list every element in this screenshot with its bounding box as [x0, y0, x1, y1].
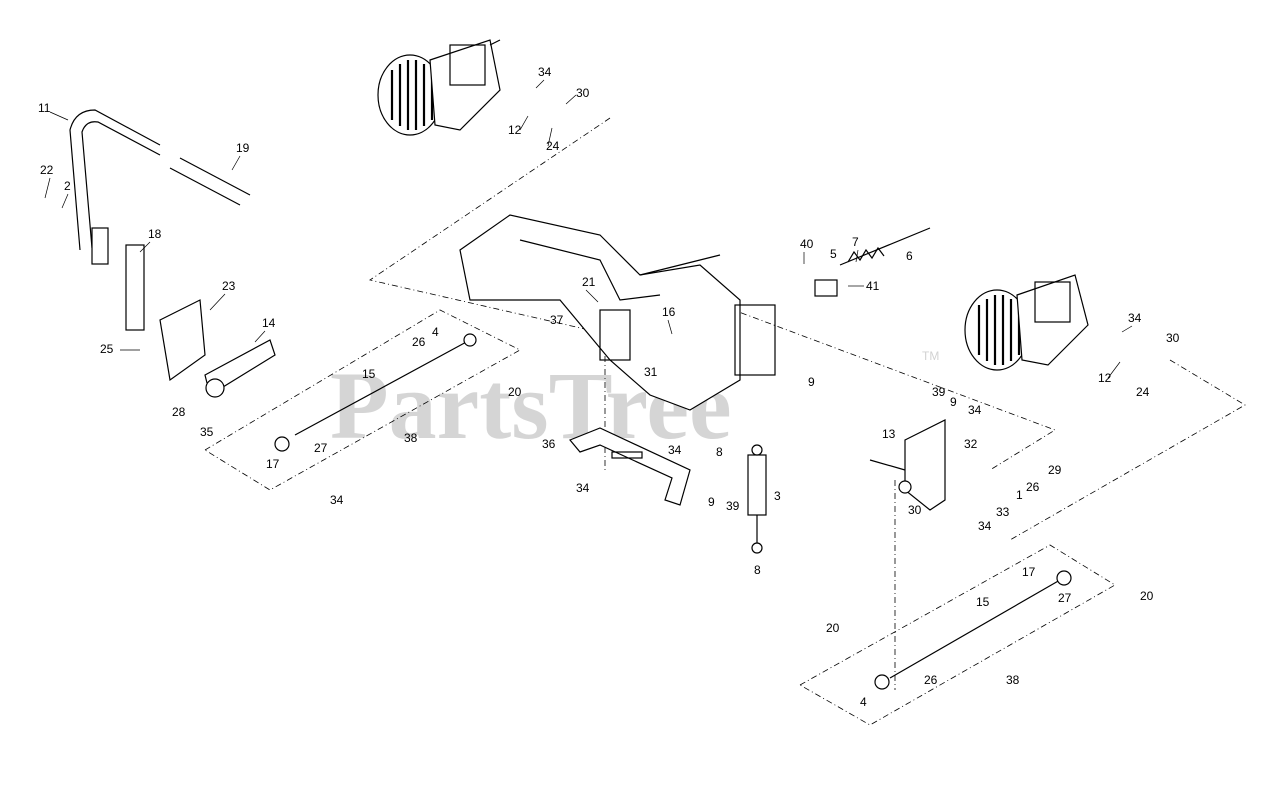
center-bracket: [569, 427, 691, 506]
callout-34-top: 34: [538, 65, 552, 79]
callout-7: 7: [852, 235, 859, 249]
callout-26-right: 26: [1026, 480, 1040, 494]
watermark-trademark: TM: [922, 349, 939, 363]
callout-21: 21: [582, 275, 596, 289]
callout-14: 14: [262, 316, 276, 330]
callout-20-left: 20: [508, 385, 522, 399]
callout-30-top: 30: [576, 86, 590, 100]
callout-15-right: 15: [976, 595, 990, 609]
callout-22: 22: [40, 163, 54, 177]
callout-32: 32: [964, 437, 978, 451]
callout-4-bottom: 4: [860, 695, 867, 709]
callout-34-pivot-bottom: 34: [978, 519, 992, 533]
callout-3: 3: [774, 489, 781, 503]
callout-17-right: 17: [1022, 565, 1036, 579]
left-transmission: [377, 39, 501, 136]
callout-labels: 11 19 22 2 18 23 14 25 28 35 34 30 12 24…: [38, 65, 1180, 709]
callout-17-left: 17: [266, 457, 280, 471]
callout-29: 29: [1048, 463, 1062, 477]
leader-lines: [44, 79, 1133, 379]
callout-20-right: 20: [1140, 589, 1154, 603]
main-frame: [459, 214, 776, 411]
callout-41: 41: [866, 279, 880, 293]
callout-38-right: 38: [1006, 673, 1020, 687]
callout-8-top: 8: [716, 445, 723, 459]
right-transmission: [964, 274, 1089, 371]
callout-8-bottom: 8: [754, 563, 761, 577]
callout-9-right: 9: [950, 395, 957, 409]
callout-28: 28: [172, 405, 186, 419]
callout-34-pivot: 34: [968, 403, 982, 417]
callout-34-bracket-bottom: 34: [576, 481, 590, 495]
callout-9-bottom: 9: [708, 495, 715, 509]
callout-2: 2: [64, 179, 71, 193]
spring-assembly: [814, 227, 931, 297]
callout-1: 1: [1016, 488, 1023, 502]
callout-30-pivot: 30: [908, 503, 922, 517]
callout-4-left: 4: [432, 325, 439, 339]
shock-absorber: [747, 444, 767, 554]
left-steering-lever: [69, 109, 276, 398]
callout-15-left: 15: [362, 367, 376, 381]
callout-34-left: 34: [330, 493, 344, 507]
callout-37: 37: [550, 313, 564, 327]
callout-16: 16: [662, 305, 676, 319]
callout-11: 11: [38, 101, 51, 115]
callout-23: 23: [222, 279, 236, 293]
callout-20-bottom: 20: [826, 621, 840, 635]
callout-39-right: 39: [932, 385, 946, 399]
callout-25: 25: [100, 342, 114, 356]
assembly-guide-lines: [204, 117, 1246, 726]
right-linkage-rod: [874, 570, 1072, 690]
right-pivot-plate: [869, 419, 946, 511]
callout-34-bracket: 34: [668, 443, 682, 457]
callout-24-right: 24: [1136, 385, 1150, 399]
callout-36: 36: [542, 437, 556, 451]
callout-40: 40: [800, 237, 814, 251]
callout-39-bottom: 39: [726, 499, 740, 513]
callout-12-right: 12: [1098, 371, 1112, 385]
callout-26-left: 26: [412, 335, 426, 349]
callout-35: 35: [200, 425, 214, 439]
callout-31: 31: [644, 365, 658, 379]
callout-9-mid: 9: [808, 375, 815, 389]
callout-24-top: 24: [546, 139, 560, 153]
callout-26-bottom: 26: [924, 673, 938, 687]
callout-30-right: 30: [1166, 331, 1180, 345]
callout-5: 5: [830, 247, 837, 261]
callout-27-left: 27: [314, 441, 328, 455]
callout-27-right: 27: [1058, 591, 1072, 605]
callout-13: 13: [882, 427, 896, 441]
callout-12-top: 12: [508, 123, 522, 137]
callout-33: 33: [996, 505, 1010, 519]
callout-38-left: 38: [404, 431, 418, 445]
callout-19: 19: [236, 141, 250, 155]
callout-18: 18: [148, 227, 162, 241]
left-linkage-rod: [274, 333, 477, 452]
callout-34-right: 34: [1128, 311, 1142, 325]
callout-6: 6: [906, 249, 913, 263]
